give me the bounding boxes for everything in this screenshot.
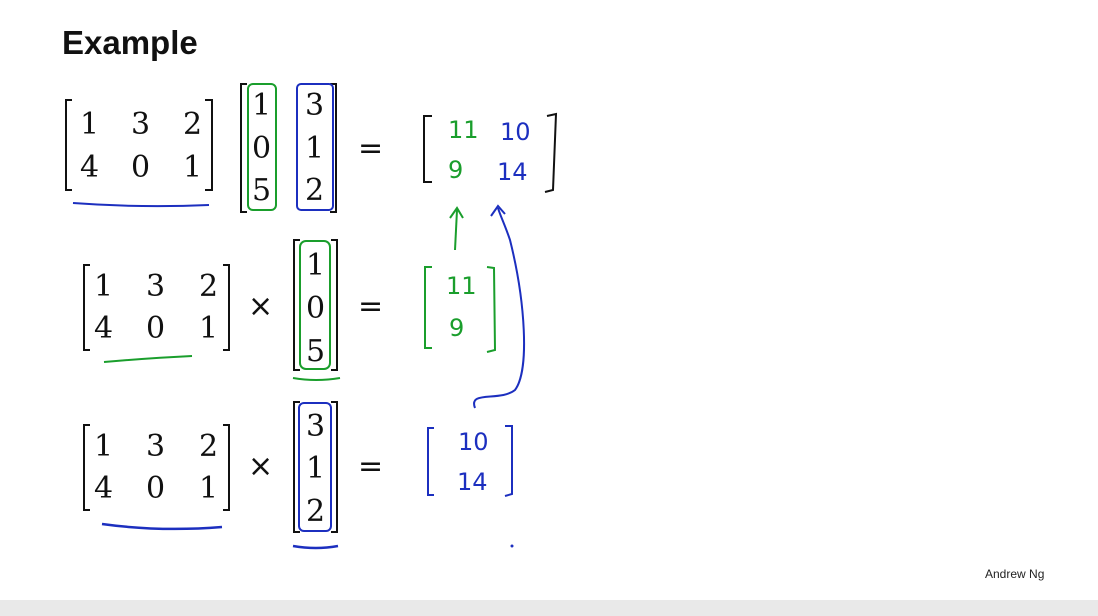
blue-arrowhead [490,204,506,217]
equation-2: 1 3 2 4 0 1 × 1 0 5 = 11 9 [83,206,497,381]
vector-cell: 2 [305,173,324,208]
matrix-cell: 2 [199,429,218,464]
vector-cell: 1 [252,88,271,123]
times-sign: × [248,289,273,324]
green-arrowhead [449,206,464,219]
green-arrow [454,209,458,251]
blue-underline [292,544,339,550]
matrix-cell: 0 [146,311,165,346]
blue-arrow [473,207,526,409]
result-cell: 10 [458,428,489,456]
math-canvas: 1 3 2 4 0 1 1 0 5 3 1 2 = 11 10 [65,83,558,550]
matrix-cell: 1 [94,269,113,304]
vector-cell: 3 [306,409,325,444]
matrix-cell: 0 [146,471,165,506]
green-column-box [247,83,277,211]
equation-3: 1 3 2 4 0 1 × 3 1 2 = 10 14 [83,401,514,550]
vector-cell: 1 [306,248,325,283]
result-cell: 14 [497,158,528,186]
right-bracket [223,424,230,511]
blue-column-box [298,402,332,532]
right-bracket [330,83,337,213]
slide: Example 1 3 2 4 0 1 1 0 5 3 1 2 [62,24,1045,581]
blue-column-box [296,83,334,211]
vector-cell: 1 [305,131,324,166]
matrix-cell: 1 [80,107,99,142]
result-cell: 11 [446,272,477,300]
left-bracket [423,115,432,183]
matrix-cell: 3 [146,269,165,304]
matrix-cell: 4 [94,311,113,346]
matrix-cell: 3 [131,107,150,142]
green-underline [292,377,341,381]
vector-cell: 2 [306,494,325,529]
left-bracket [65,99,72,191]
result-cell: 9 [448,156,463,184]
blue-underline [72,202,210,208]
matrix-cell: 2 [199,269,218,304]
vector-cell: 1 [306,451,325,486]
matrix-cell: 1 [183,150,202,185]
vector-cell: 0 [252,131,271,166]
green-left-bracket [424,266,432,349]
green-underline [103,355,193,363]
left-bracket [83,424,90,511]
right-bracket [205,99,213,191]
blue-left-bracket [427,427,434,496]
matrix-cell: 1 [199,311,218,346]
right-bracket [331,239,338,371]
matrix-cell: 0 [131,150,150,185]
vector-cell: 0 [306,291,325,326]
matrix-cell: 2 [183,107,202,142]
green-column-box [299,240,331,370]
bottom-bar [0,600,1098,616]
left-bracket [83,264,90,351]
equals-sign: = [358,289,383,324]
result-cell: 14 [457,468,488,496]
green-right-bracket [486,266,497,353]
matrix-cell: 4 [94,471,113,506]
matrix-cell: 1 [94,429,113,464]
result-cell: 9 [449,314,464,342]
vector-cell: 3 [305,88,324,123]
result-cell: 10 [500,118,531,146]
right-bracket [331,401,338,533]
vector-cell: 5 [252,173,271,208]
matrix-cell: 4 [80,150,99,185]
matrix-cell: 3 [146,429,165,464]
left-bracket [293,239,300,371]
equals-sign: = [358,131,383,166]
result-cell: 11 [448,116,479,144]
vector-cell: 5 [306,334,325,369]
matrix-cell: 1 [199,471,218,506]
equals-sign: = [358,449,383,484]
ink-dot [510,544,514,548]
left-bracket [240,83,247,213]
blue-underline [101,522,223,531]
right-bracket [223,264,230,351]
left-bracket [293,401,300,533]
times-sign: × [248,449,273,484]
right-bracket [544,112,558,193]
author-credit: Andrew Ng [985,567,1045,581]
blue-right-bracket [504,425,513,497]
equation-1: 1 3 2 4 0 1 1 0 5 3 1 2 = 11 10 [65,83,558,213]
slide-title: Example [62,24,198,61]
